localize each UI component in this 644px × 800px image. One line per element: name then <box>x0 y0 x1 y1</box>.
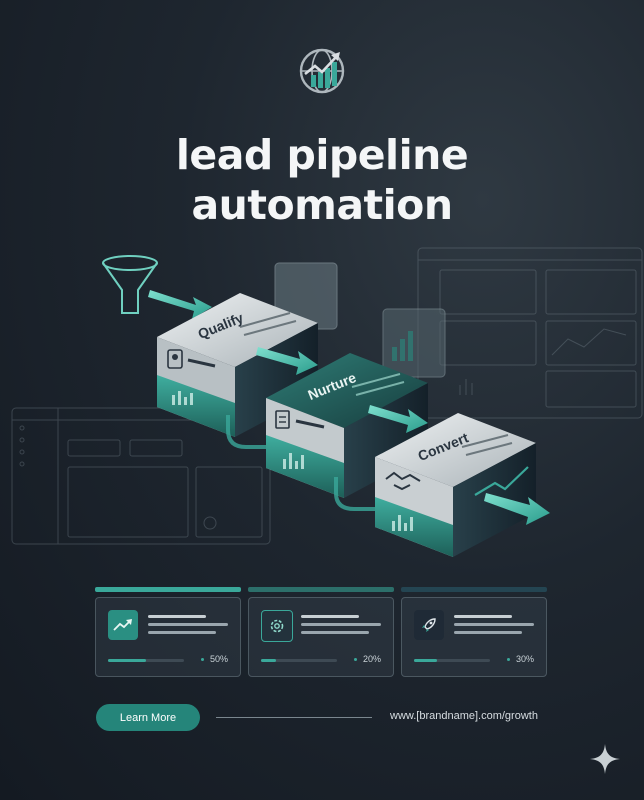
bar-segment-2 <box>248 587 394 592</box>
pipeline-illustration: Qualify Nurture Convert <box>11 247 643 557</box>
footer-divider <box>216 717 372 718</box>
funnel-arrow <box>148 290 212 319</box>
rocket-icon <box>414 610 444 640</box>
card-line <box>148 615 206 618</box>
sparkle-icon <box>590 744 620 774</box>
background-dashboard-right <box>417 247 643 419</box>
metric-card-1: 50% <box>95 597 241 677</box>
stage-nurture-box <box>266 353 428 498</box>
progress-track <box>261 659 337 662</box>
card-line <box>454 615 512 618</box>
exit-arrow <box>484 493 550 525</box>
progress-percent: 50% <box>200 654 228 664</box>
metric-card-2: 20% <box>248 597 394 677</box>
progress-fill <box>108 659 146 662</box>
arrow-nurture-to-convert <box>368 405 428 433</box>
brand-globe-logo <box>299 48 345 94</box>
metric-card-3: 30% <box>401 597 547 677</box>
title-line-1: lead pipeline <box>175 131 469 179</box>
progress-fill <box>414 659 437 662</box>
stage-qualify-box <box>157 293 318 437</box>
metric-cards: 50% 20% 30% <box>95 597 547 677</box>
footer-url[interactable]: www.[brandname].com/growth <box>390 710 538 722</box>
card-line <box>148 623 228 626</box>
card-line <box>148 631 216 634</box>
bar-segment-3 <box>401 587 547 592</box>
arrow-qualify-to-nurture <box>256 347 318 375</box>
progress-percent: 30% <box>506 654 534 664</box>
background-dashboard-left <box>11 407 271 545</box>
progress-track <box>414 659 490 662</box>
funnel-icon <box>102 255 158 314</box>
card-line <box>454 623 534 626</box>
page-title: lead pipeline automation <box>0 130 644 230</box>
card-line <box>301 631 369 634</box>
title-line-2: automation <box>191 181 453 229</box>
card-line <box>454 631 522 634</box>
progress-track <box>108 659 184 662</box>
progress-percent: 20% <box>353 654 381 664</box>
progress-header-bars <box>95 587 547 593</box>
learn-more-button[interactable]: Learn More <box>96 704 200 731</box>
trend-up-icon <box>108 610 138 640</box>
card-line <box>301 623 381 626</box>
handshake-icon <box>385 471 421 491</box>
gear-icon <box>261 610 293 642</box>
bar-segment-1 <box>95 587 241 592</box>
card-line <box>301 615 359 618</box>
progress-fill <box>261 659 277 662</box>
